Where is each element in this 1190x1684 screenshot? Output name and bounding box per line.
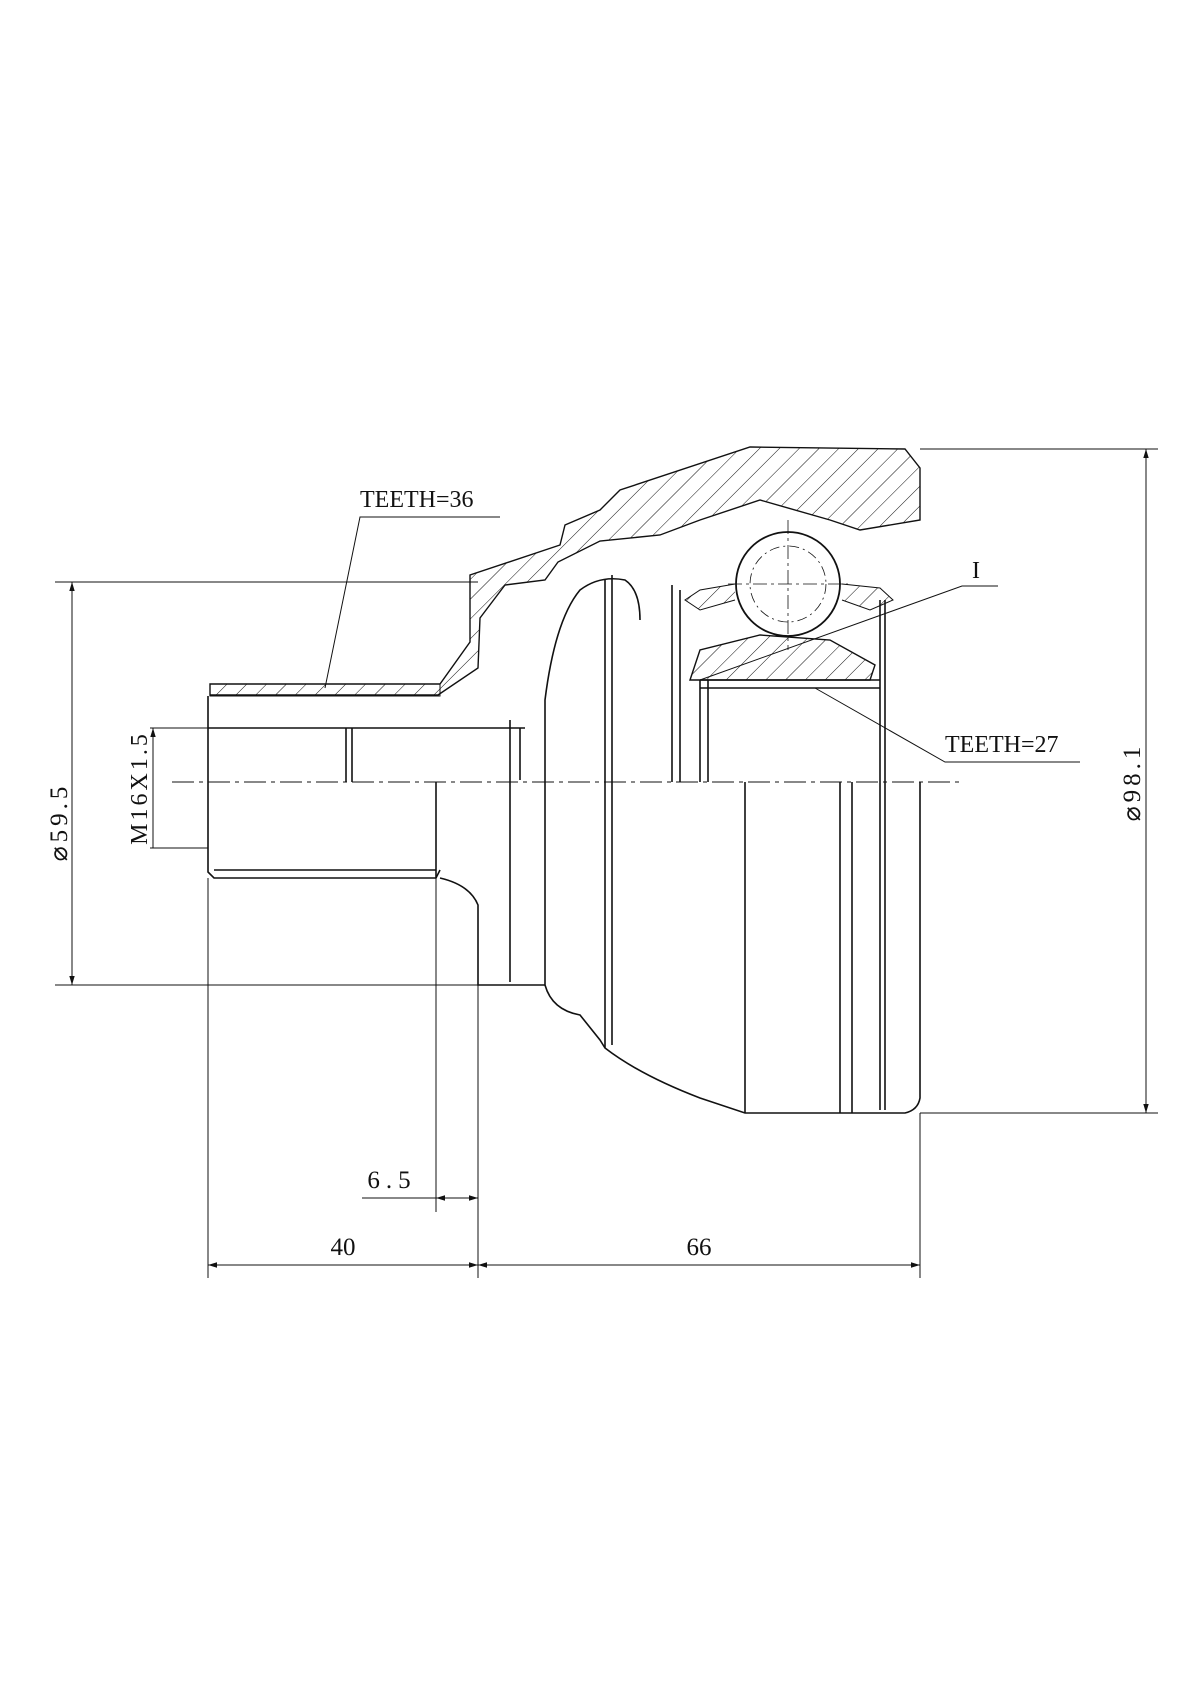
teeth-36-label: TEETH=36: [360, 487, 474, 513]
teeth-27-callout: TEETH=27: [814, 687, 1080, 763]
detail-i-label: I: [972, 558, 980, 584]
teeth-27-label: TEETH=27: [945, 732, 1059, 758]
thread-label: M16X1.5: [127, 731, 153, 845]
dim-40: 40: [208, 1234, 478, 1268]
ball: [684, 520, 894, 650]
dim-6-5: 6.5: [362, 1167, 478, 1201]
dim-dia-59-5: ⌀59.5: [46, 581, 478, 986]
dim-66: 66: [478, 1234, 920, 1268]
stub-spline-band: [209, 683, 441, 697]
housing-section-upper: [209, 446, 921, 696]
dim-66-label: 66: [687, 1234, 712, 1261]
dim-thread: M16X1.5: [127, 727, 208, 849]
dim-dia-98-1: ⌀98.1: [920, 448, 1158, 1114]
housing-body: [544, 575, 921, 1114]
detail-i-callout: I: [699, 558, 998, 681]
teeth-36-callout: TEETH=36: [324, 487, 500, 689]
stub-shaft: [207, 696, 545, 986]
dia-59-5-label: ⌀59.5: [46, 783, 73, 862]
extension-lines: [207, 878, 921, 1278]
dim-40-label: 40: [331, 1234, 356, 1261]
dia-98-1-label: ⌀98.1: [1119, 743, 1146, 822]
dim-6-5-label: 6.5: [367, 1167, 416, 1194]
